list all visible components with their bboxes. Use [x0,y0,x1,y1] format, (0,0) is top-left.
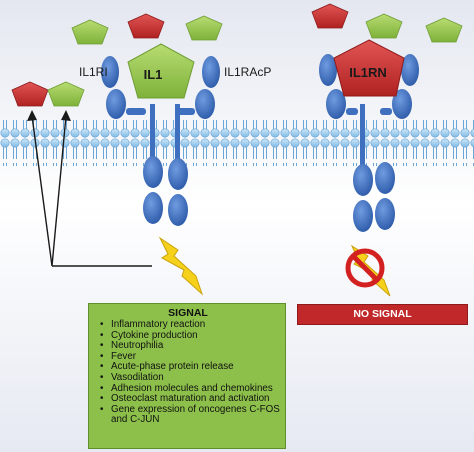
il1ri-domain [401,54,419,86]
il1rn-ligand-icon [127,13,165,39]
list-item: Acute-phase protein release [100,362,281,373]
signal-bolt-icon [158,236,204,296]
label-il1rn: IL1RN [349,65,387,80]
cytoplasmic-domain [375,198,395,230]
list-item: Gene expression of oncogenes C-FOS [100,404,281,416]
il1ri-domain [392,89,412,119]
cytoplasmic-domain [168,158,188,190]
il1rn-receptor-complex [319,39,419,232]
cytoplasmic-domain [143,156,163,188]
cell-membrane [0,120,474,166]
list-item: Vasodilation [100,372,281,384]
transmembrane-stalk [360,104,365,170]
cytoplasmic-domain [353,164,373,196]
cytoplasmic-domain [375,162,395,194]
no-signal-box: NO SIGNAL [297,304,468,325]
release-arrows [27,110,152,267]
il1-bound-ligand-icon [127,43,195,99]
il1-ligand-icon [365,13,403,39]
blocked-signal-icon [345,244,391,297]
list-item: Osteoclast maturation and activation [100,394,281,405]
cytoplasmic-domain [168,194,188,226]
il1racp-domain [202,56,220,88]
il1racp-domain [195,89,215,119]
il1ri-domain [101,56,119,88]
il1ri-domain [106,89,126,119]
il1-ligand-icon [425,17,463,43]
label-il1racp: IL1RAcP [224,65,271,79]
label-il1: IL1 [144,67,163,82]
il1-ligand-icon [47,81,85,107]
cytoplasmic-domain [143,192,163,224]
il1rn-ligand-icon [311,3,349,29]
signal-title: SIGNAL [168,307,208,319]
il1rn-bound-ligand-icon [333,39,405,97]
list-item: Adhesion molecules and chemokines [100,383,281,395]
label-il1ri: IL1RI [79,65,108,79]
transmembrane-stalk [175,104,180,164]
il1-receptor-complex [101,43,220,226]
list-item: Cytokine production [100,330,281,342]
signal-outcome-list: Inflammatory reaction Cytokine productio… [95,319,281,426]
il1ri-domain [326,89,346,119]
list-item: Fever [100,351,281,363]
list-item: and C-JUN [111,414,160,426]
il1ri-domain [319,54,337,86]
list-item: Neutrophilia [100,341,281,352]
signal-outcomes-box: SIGNAL Inflammatory reaction Cytokine pr… [88,303,286,449]
il1rn-ligand-icon [11,81,49,107]
il1-ligand-icon [71,19,109,45]
transmembrane-stalk [150,104,155,164]
il1-ligand-icon [185,15,223,41]
list-item: Inflammatory reaction [100,319,281,331]
cytoplasmic-domain [353,200,373,232]
